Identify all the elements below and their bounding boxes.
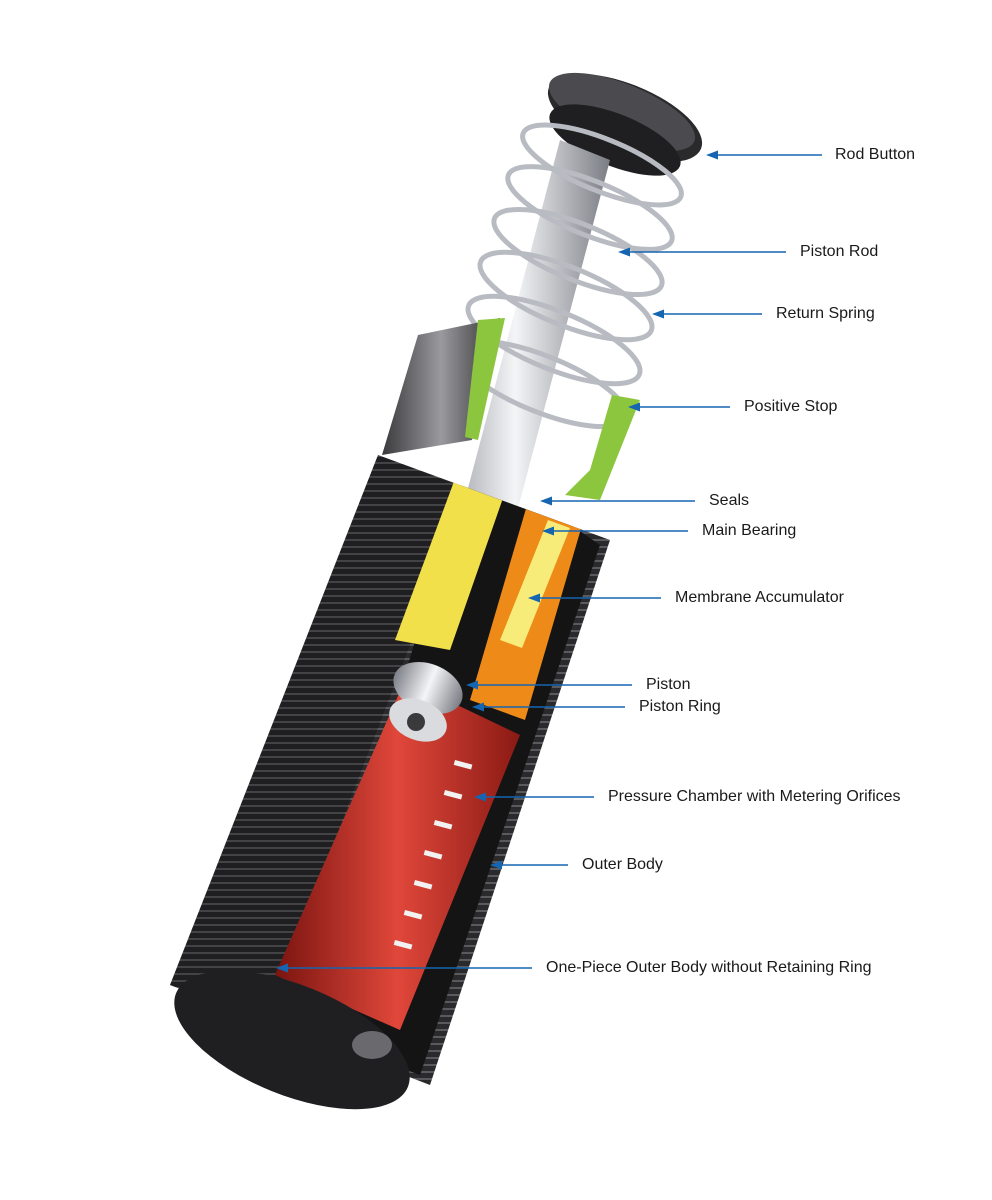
return-spring-label: Return Spring <box>776 305 875 322</box>
piston-arrowhead <box>466 680 478 690</box>
bottom-end-face <box>174 970 410 1110</box>
rod-button-label: Rod Button <box>835 146 916 163</box>
callout-leaders <box>276 150 822 973</box>
pressure-chamber-label: Pressure Chamber with Metering Orifices <box>608 788 901 805</box>
piston-ring-leader <box>472 702 625 712</box>
positive-stop-label: Positive Stop <box>744 398 838 415</box>
return-spring-arrowhead <box>652 309 664 319</box>
seals-arrowhead <box>540 496 552 506</box>
membrane-accumulator-arrowhead <box>528 593 540 603</box>
rod-button-leader <box>706 150 822 160</box>
positive-stop-shape <box>565 395 640 500</box>
seals-label: Seals <box>709 492 750 509</box>
positive-stop-leader <box>628 402 730 412</box>
membrane-accumulator-label: Membrane Accumulator <box>675 589 844 606</box>
main-bearing-arrowhead <box>542 526 554 536</box>
bottom-fitting <box>352 1031 392 1059</box>
piston-ring-arrowhead <box>472 702 484 712</box>
one-piece-outer-body-label: One-Piece Outer Body without Retaining R… <box>546 959 872 976</box>
membrane-accumulator-leader <box>528 593 661 603</box>
seals-leader <box>540 496 695 506</box>
positive-stop-arrowhead <box>628 402 640 412</box>
piston-rod-label: Piston Rod <box>800 243 879 260</box>
one-piece-outer-body-leader <box>276 963 532 973</box>
metering-orifices <box>393 760 473 950</box>
pressure-chamber-arrowhead <box>474 792 486 802</box>
one-piece-outer-body-arrowhead <box>276 963 288 973</box>
piston-rod-leader <box>618 247 786 257</box>
main-bearing-leader <box>542 526 688 536</box>
membrane-accumulator-shape <box>395 460 510 650</box>
pressure-chamber-shape <box>275 680 520 1030</box>
piston-ring-label: Piston Ring <box>639 698 721 715</box>
piston-shape <box>389 661 463 742</box>
main-bearing-label: Main Bearing <box>702 522 797 539</box>
outer-body-leader <box>490 860 568 870</box>
rod-button-arrowhead <box>706 150 718 160</box>
return-spring-leader <box>652 309 762 319</box>
pressure-chamber-leader <box>474 792 594 802</box>
outer-body-label: Outer Body <box>582 856 663 873</box>
outer-body-arrowhead <box>490 860 502 870</box>
piston-rod-arrowhead <box>618 247 630 257</box>
piston-leader <box>466 680 632 690</box>
piston-label: Piston <box>646 676 691 693</box>
